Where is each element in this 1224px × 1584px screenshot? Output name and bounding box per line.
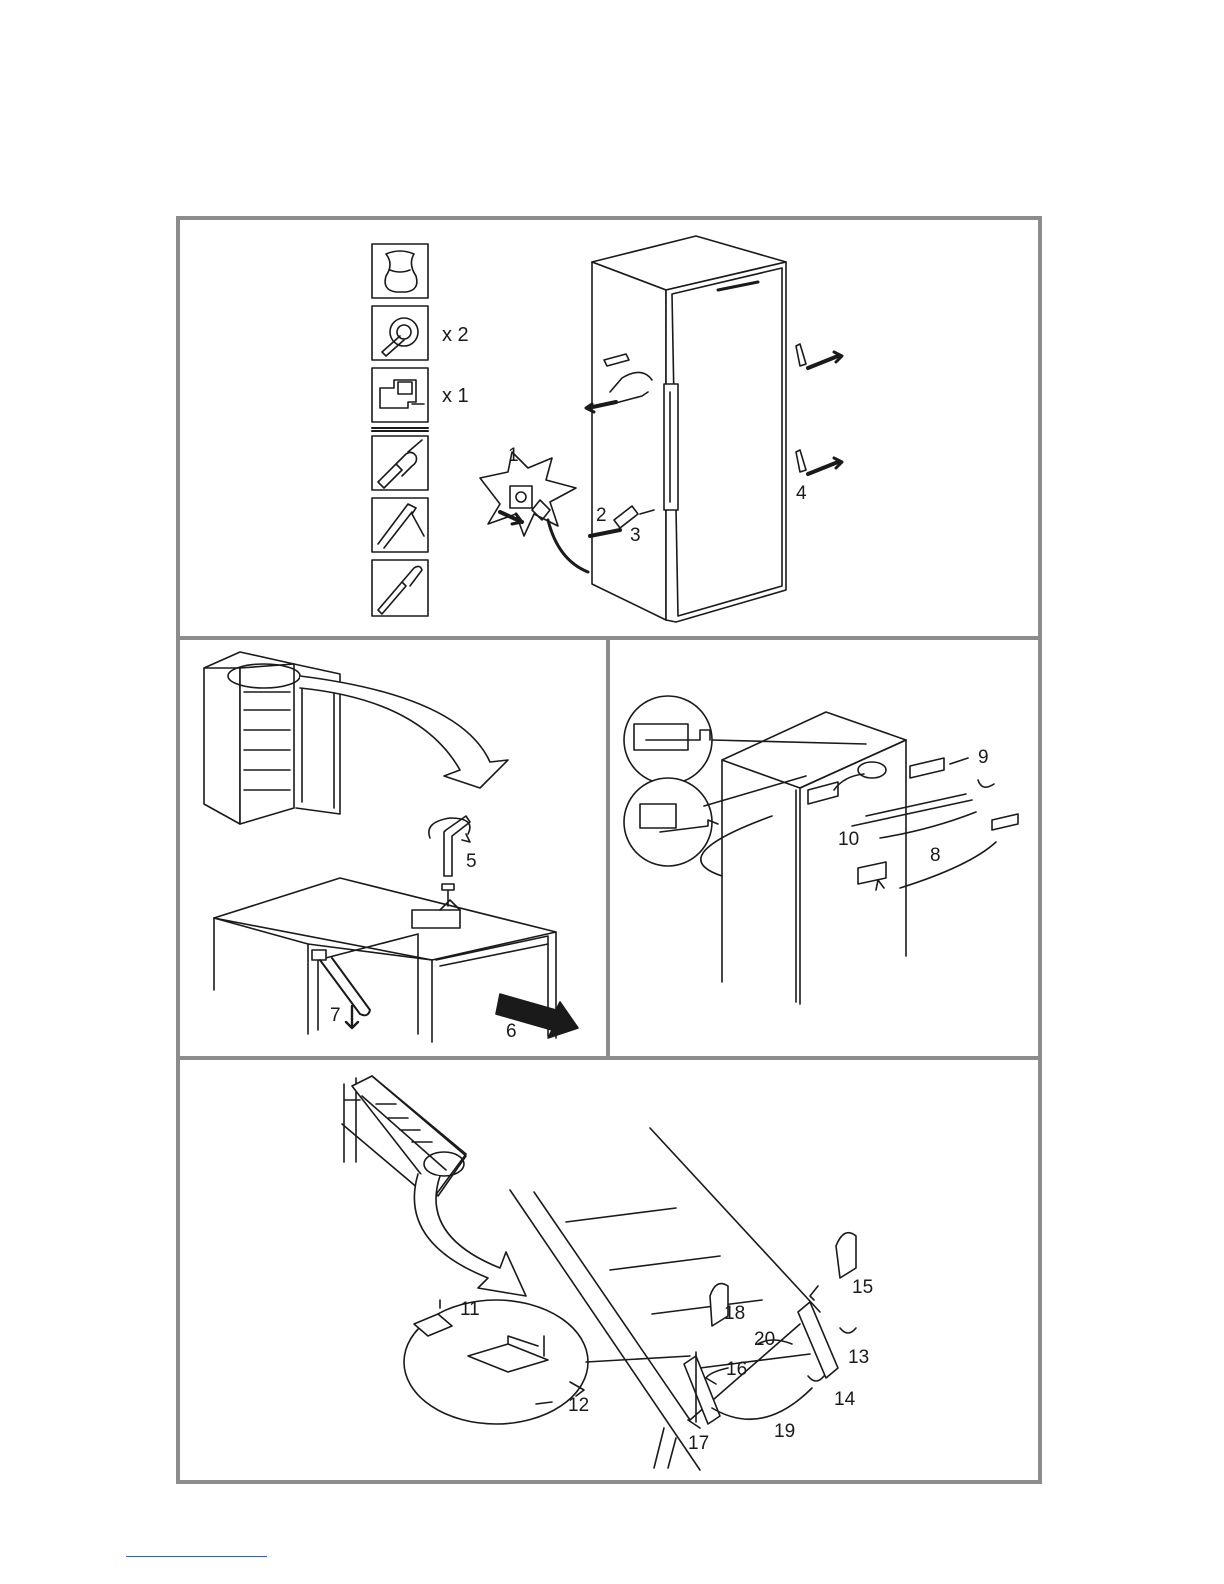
bracket-quantity: x 1: [442, 386, 469, 406]
hinge-assembly: [654, 1233, 856, 1468]
parts-column: [372, 244, 428, 616]
small-freezer-open: [204, 652, 340, 824]
step-7: 7: [330, 1006, 341, 1025]
step-13: 13: [848, 1348, 869, 1367]
hinge-pin-quantity: x 2: [442, 325, 469, 345]
step-14: 14: [834, 1390, 855, 1409]
step-2: 2: [596, 506, 607, 525]
step-5: 5: [466, 852, 477, 871]
step-15: 15: [852, 1278, 873, 1297]
zoom-arrow-2: [414, 1174, 526, 1296]
step-3: 3: [630, 526, 641, 545]
step-9: 9: [978, 748, 989, 767]
step-1: 1: [508, 446, 519, 465]
step-12: 12: [568, 1396, 589, 1415]
top-hinge-detail: [214, 878, 556, 1042]
step-20: 20: [754, 1330, 775, 1349]
allen-key-step5: [429, 816, 470, 906]
step-17: 17: [688, 1434, 709, 1453]
step-8: 8: [930, 846, 941, 865]
freezer-cabinet: [592, 236, 786, 622]
power-plug: [480, 452, 588, 572]
step-6: 6: [506, 1022, 517, 1041]
step-11: 11: [460, 1300, 480, 1319]
step-19: 19: [774, 1422, 795, 1441]
tilted-freezer: [342, 1076, 466, 1200]
zoom-arrow: [300, 676, 508, 788]
footer-rule: [126, 1556, 267, 1557]
step-18: 18: [724, 1304, 745, 1323]
cabinet-bottom: [510, 1128, 820, 1470]
step-10: 10: [838, 830, 859, 849]
tall-cabinet: [722, 712, 906, 1004]
step-4: 4: [796, 484, 807, 503]
hinge-zoom: [404, 1300, 690, 1424]
step-16: 16: [726, 1360, 747, 1379]
